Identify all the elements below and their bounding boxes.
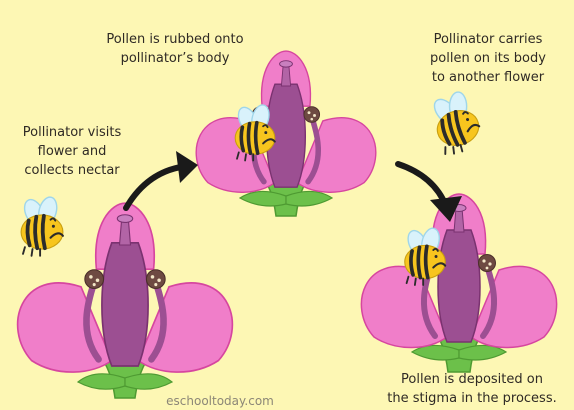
caption-line: Pollinator carries — [403, 30, 573, 49]
caption-line: the stigma in the process. — [370, 389, 574, 408]
caption-line: pollen on its body — [403, 49, 573, 68]
bee-flying-right — [428, 87, 485, 157]
watermark: eschooltoday.com — [145, 394, 295, 408]
caption-pollinator-visits: Pollinator visits flower and collects ne… — [2, 123, 142, 180]
flower-top-middle — [196, 51, 376, 216]
flower-bottom-right — [361, 194, 556, 372]
caption-pollinator-carries: Pollinator carries pollen on its body to… — [403, 30, 573, 87]
caption-pollen-deposited: Pollen is deposited on the stigma in the… — [370, 370, 574, 408]
bee-left — [21, 195, 63, 256]
caption-line: pollinator’s body — [80, 49, 270, 68]
caption-line: flower and — [2, 142, 142, 161]
caption-line: collects nectar — [2, 161, 142, 180]
caption-line: Pollinator visits — [2, 123, 142, 142]
arrow-to-bottom-right-flower — [398, 164, 462, 222]
caption-line: Pollen is deposited on — [370, 370, 574, 389]
caption-line: Pollen is rubbed onto — [80, 30, 270, 49]
caption-line: to another flower — [403, 68, 573, 87]
caption-pollen-rubbed: Pollen is rubbed onto pollinator’s body — [80, 30, 270, 68]
